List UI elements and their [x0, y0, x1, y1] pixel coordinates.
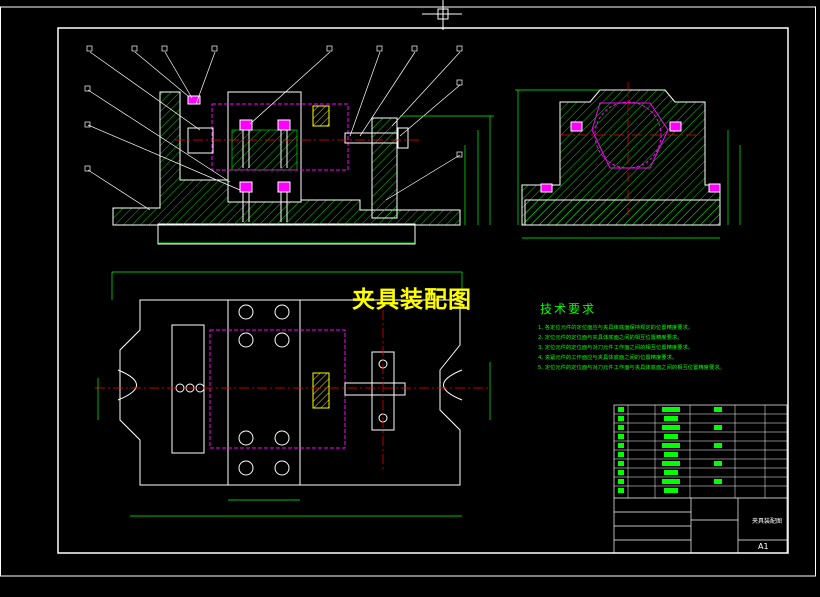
balloon-marks — [84, 45, 463, 172]
top-side-bar — [171, 324, 205, 454]
top-knurled-pad — [312, 372, 330, 409]
top-outline — [119, 299, 461, 486]
screw-head — [397, 127, 409, 149]
front-view — [84, 45, 494, 245]
title-block-drawing-name: 夹具装配图 — [752, 518, 783, 525]
workpiece-outline — [211, 103, 349, 171]
tech-requirement-item: 5. 定位元件的定位面与对刀元件工作面与夹具体底面之间的相互位置精度要求。 — [538, 365, 725, 371]
top-bolt-holes — [175, 304, 388, 476]
base-plate — [157, 223, 416, 245]
v-notch-right — [443, 369, 463, 401]
bolt-group-front — [187, 95, 291, 193]
tech-requirements-list: 1. 各定位元件的定位面应与夹具体底面保持规定的位置精度要求。 2. 定位元件的… — [538, 323, 725, 373]
sheet-border-inner — [57, 27, 789, 554]
screw-rod — [344, 132, 398, 144]
tech-requirement-item: 1. 各定位元件的定位面应与夹具体底面保持规定的位置精度要求。 — [538, 325, 694, 331]
parts-list-entries — [618, 407, 722, 493]
leader-lines-front — [87, 51, 461, 211]
crosshair-marker — [422, 0, 462, 30]
v-notch-left — [117, 369, 137, 401]
parts-list-grid — [614, 405, 787, 498]
workpiece-section — [591, 102, 669, 169]
tech-requirement-item: 3. 定位元件的定位面与对刀元件工作面之间的相互位置精度要求。 — [538, 345, 694, 351]
side-view — [515, 82, 741, 239]
tech-requirement-item: 2. 定位元件的定位面与夹具体底面之间的相互位置精度要求。 — [538, 335, 683, 341]
dimensions-front — [158, 115, 494, 244]
title-block — [613, 404, 788, 554]
top-screw-rod — [344, 382, 406, 396]
sheet-border-outer — [0, 6, 816, 577]
screw-bracket — [371, 117, 398, 219]
locating-pin — [187, 127, 214, 154]
drawing-title: 夹具装配图 — [352, 286, 472, 313]
top-clamp-body — [227, 299, 301, 486]
dimensions-top — [97, 271, 491, 517]
tech-requirements-heading: 技术要求 — [540, 302, 597, 316]
top-view — [95, 271, 491, 517]
dimensions-side — [515, 89, 741, 239]
side-base — [524, 199, 721, 226]
bolt-shanks — [242, 130, 288, 222]
title-block-sheet-size: A1 — [758, 542, 769, 551]
tech-requirement-item: 4. 夹紧元件的工作面应与夹具体底面之间的位置精度要求。 — [538, 355, 678, 361]
bolt-group-side — [540, 121, 721, 193]
knurled-pad — [312, 105, 330, 127]
